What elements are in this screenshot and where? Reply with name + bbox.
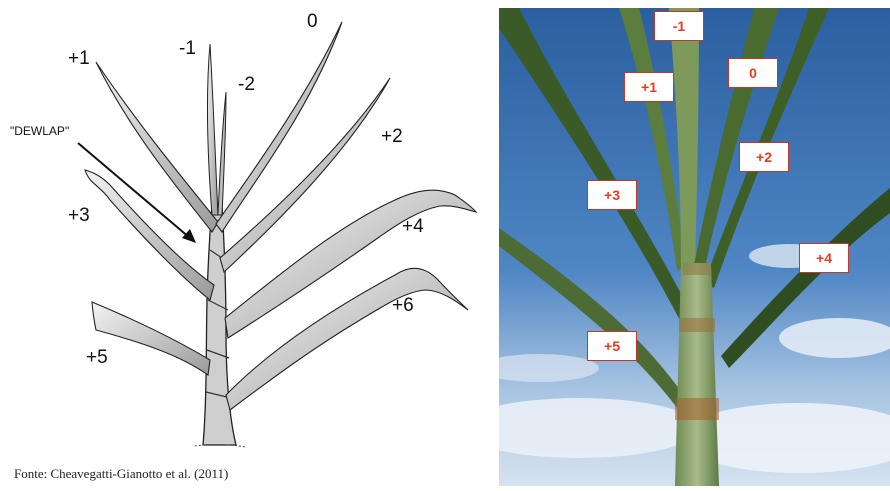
leaf-numbering-drawing: +1 -1 0 -2 +2 +3 +4 +6 +5 "DEWLAP" Fonte…	[0, 0, 495, 486]
node	[679, 318, 715, 332]
photo-label-plus4: +4	[799, 243, 849, 273]
leaf-minus1	[208, 44, 218, 215]
sugarcane-drawing	[0, 0, 495, 486]
drawing-label-plus2: +2	[381, 126, 403, 148]
photo-label-minus1: -1	[654, 11, 704, 41]
drawing-label-plus1: +1	[68, 48, 90, 70]
node	[675, 398, 719, 420]
photo-label-zero: 0	[728, 58, 778, 88]
photo-label-plus1: +1	[624, 72, 674, 102]
drawing-label-minus2: -2	[238, 74, 255, 96]
drawing-label-plus6: +6	[392, 295, 414, 317]
drawing-label-plus3: +3	[68, 205, 90, 227]
leaf-plus5	[92, 302, 210, 375]
node	[683, 263, 711, 275]
drawing-label-plus4: +4	[402, 216, 424, 238]
drawing-label-plus5: +5	[86, 347, 108, 369]
leaf-plus1	[96, 62, 218, 232]
sugarcane-photo: -1 +1 0 +2 +3 +4 +5	[499, 8, 890, 486]
dewlap-arrow-head	[182, 229, 196, 243]
photo-label-plus2: +2	[739, 142, 789, 172]
leaf-zero	[216, 22, 342, 232]
dewlap-label: "DEWLAP"	[10, 124, 69, 138]
leaf-minus2	[218, 92, 226, 215]
photo-label-plus5: +5	[587, 331, 637, 361]
drawing-label-minus1: -1	[179, 38, 196, 60]
source-caption: Fonte: Cheavegatti-Gianotto et al. (2011…	[14, 466, 228, 482]
drawing-label-zero: 0	[307, 11, 318, 33]
photo-label-plus3: +3	[587, 180, 637, 210]
leaf-plus3	[85, 170, 214, 300]
